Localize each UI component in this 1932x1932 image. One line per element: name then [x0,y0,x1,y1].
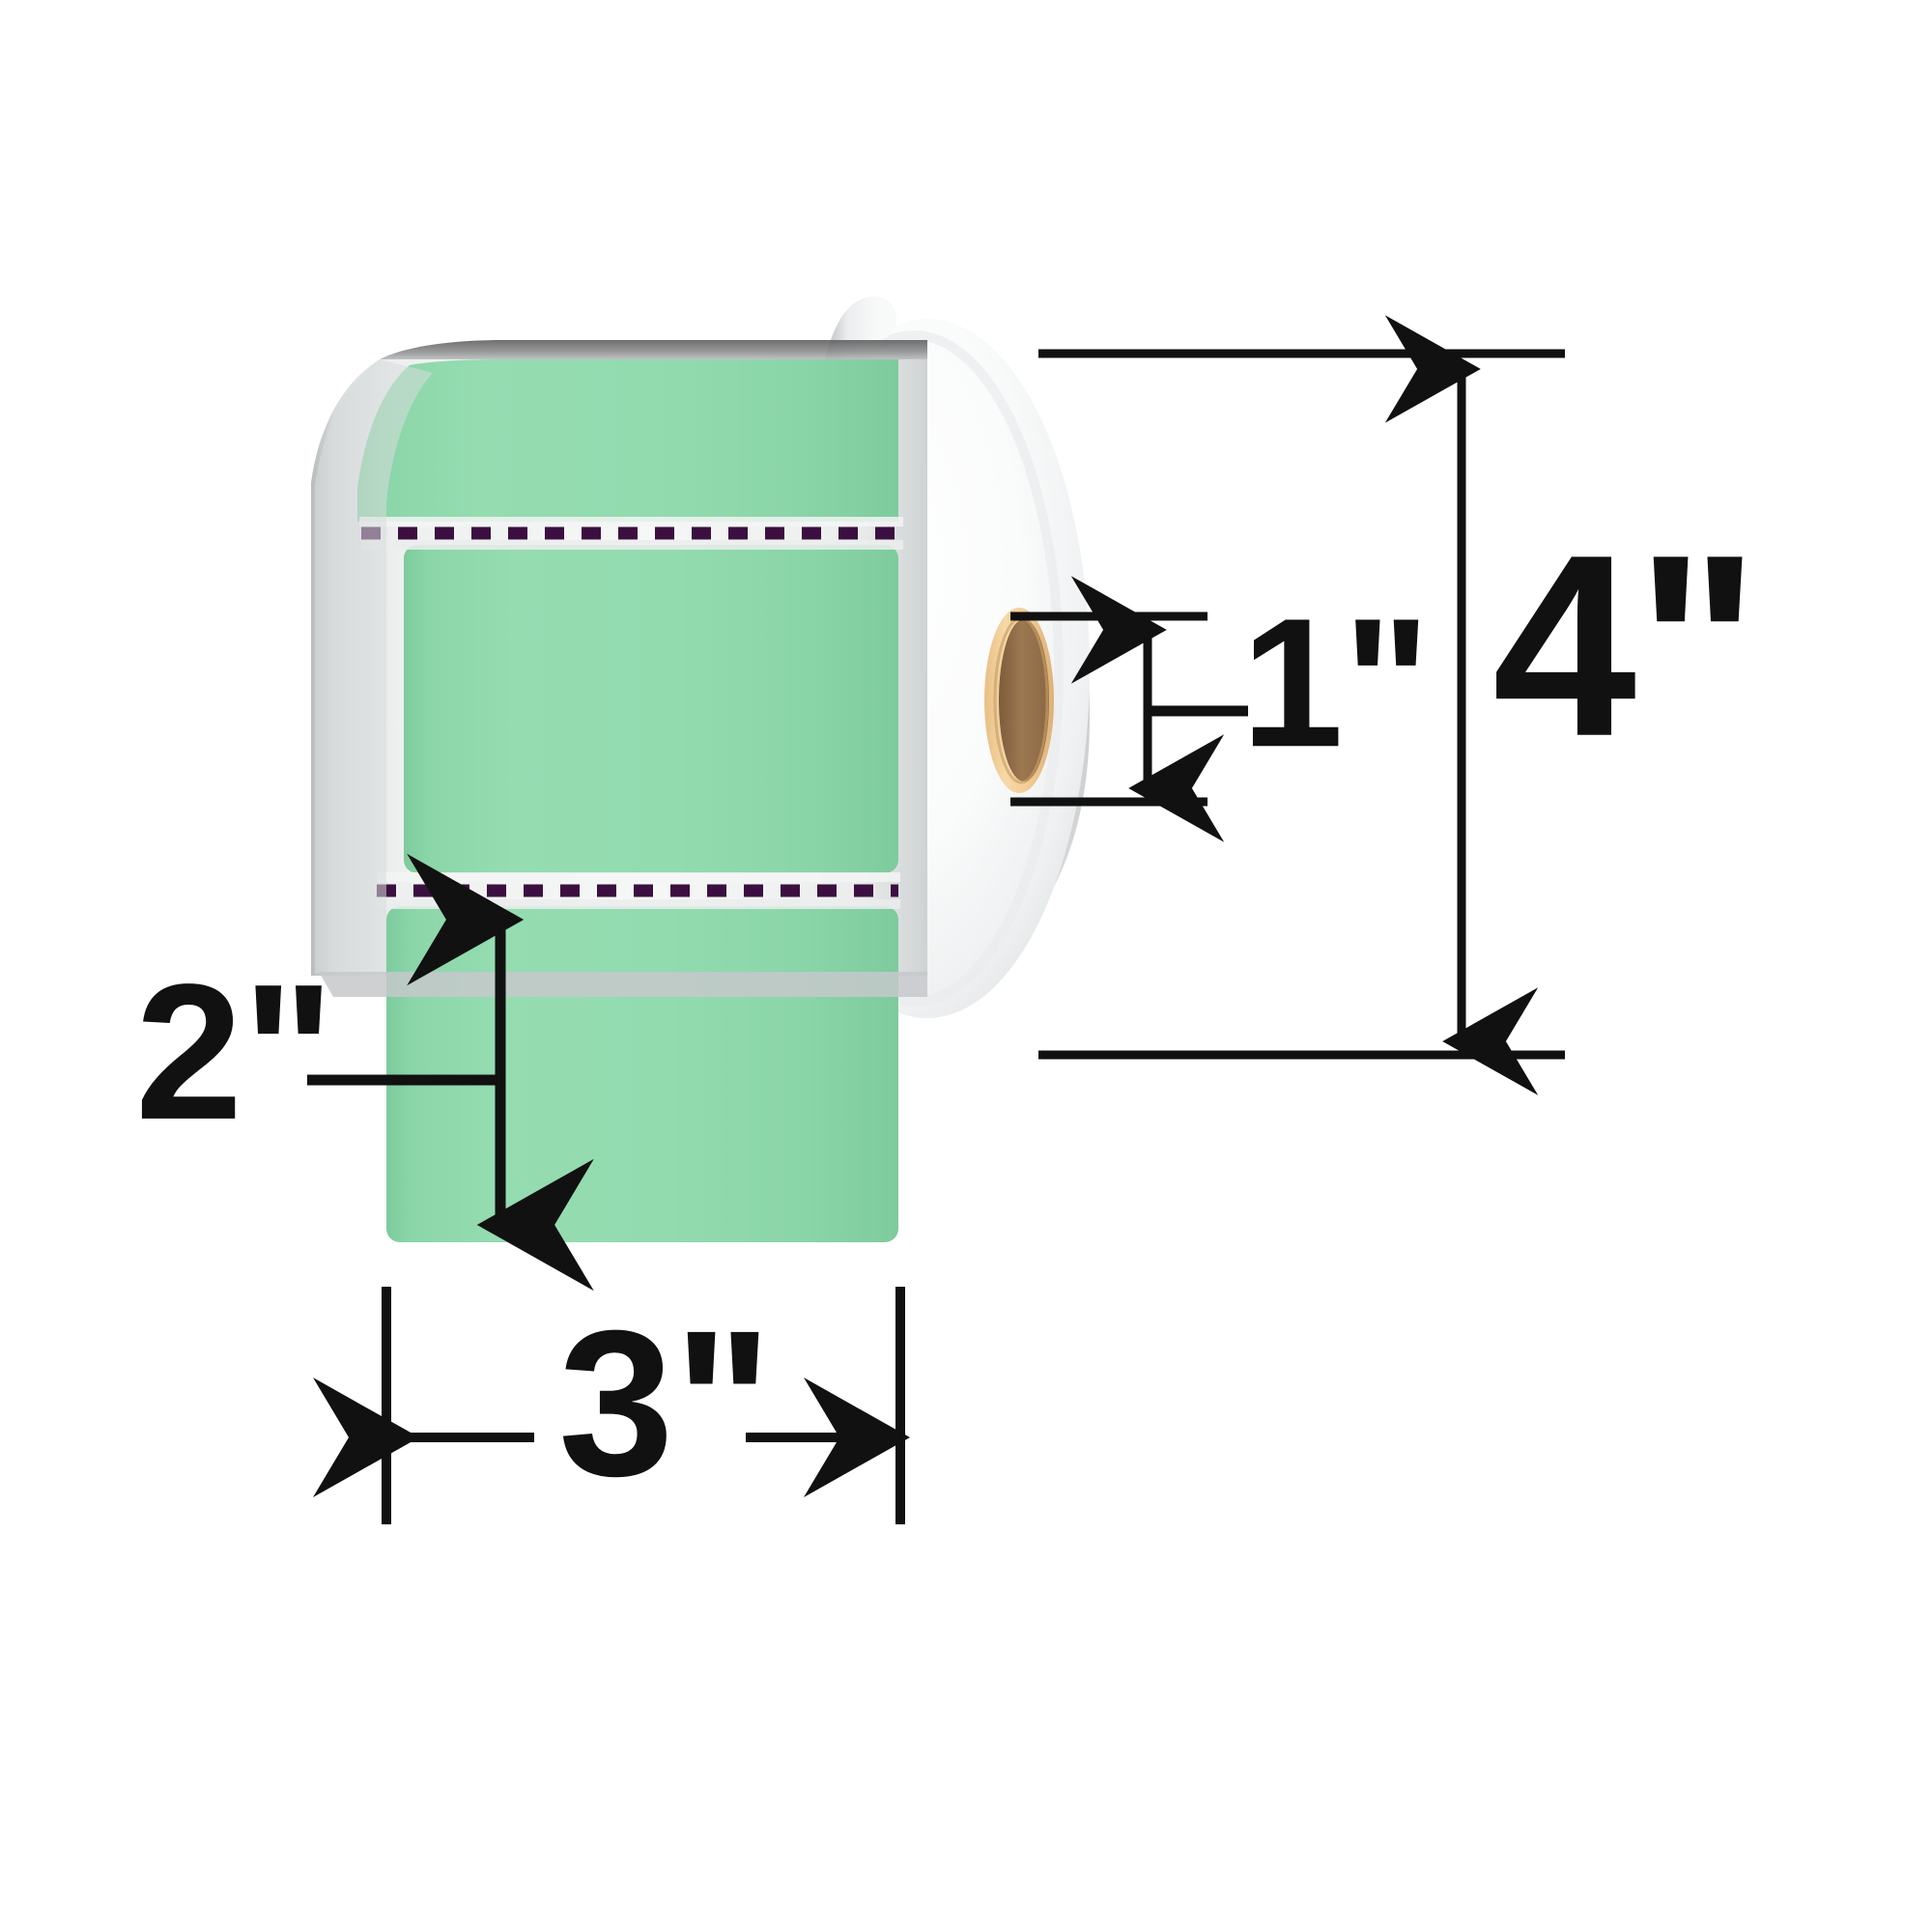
dimension-label-height: 2" [135,853,594,1292]
label-width-label: 3" [558,1287,773,1520]
dimension-core-diameter: 1" [1010,576,1431,842]
core-bore [999,619,1049,781]
label-panel-bottom [386,906,898,1242]
label-panel-top [357,359,898,522]
liner-bottom-edge [319,972,927,997]
liner-left-margin [315,359,433,974]
label-panel-middle [404,545,898,873]
label-top-curl-edge [380,340,927,359]
label-height-label: 2" [135,945,334,1160]
dimension-roll-diameter: 4" [1038,315,1759,1095]
roll-diameter-label: 4" [1492,500,1759,790]
core-diameter-label: 1" [1241,581,1431,785]
label-web-group [311,340,927,1242]
dimension-label-width: 3" [313,1287,910,1524]
